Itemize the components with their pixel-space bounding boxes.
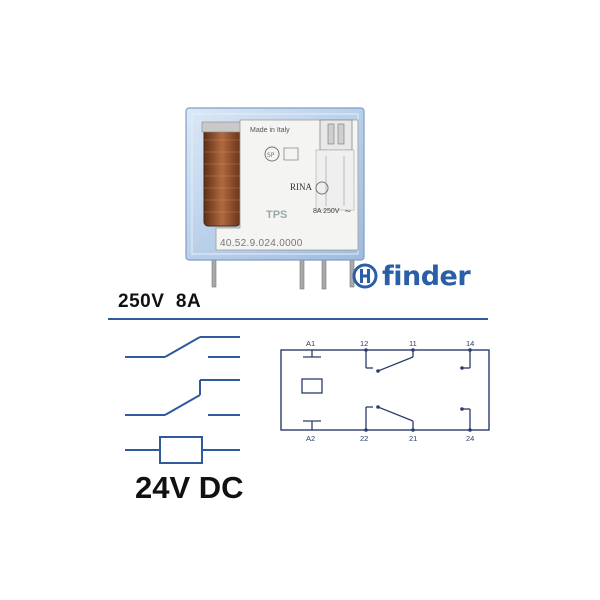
- divider-line: [108, 318, 488, 320]
- finder-logo-icon: [352, 263, 378, 289]
- schematic-frame: [280, 349, 490, 431]
- schematic-coil: [301, 350, 323, 430]
- contact-assembly: [315, 119, 355, 211]
- part-number-label: 40.52.9.024.0000: [220, 238, 303, 249]
- svg-text:SP: SP: [267, 152, 275, 159]
- schematic-contact-set-1: [365, 350, 471, 372]
- kc-mark-icon: [315, 181, 329, 195]
- switch-symbol-2: [125, 379, 240, 416]
- pin-21: 21: [409, 434, 417, 443]
- approval-label: RINA: [290, 182, 312, 192]
- brand-name: finder: [382, 260, 471, 292]
- relay-photo: SP Made in Italy RINA TPS 8A 250V ~ 40.5…: [185, 107, 365, 290]
- pin-11: 11: [409, 339, 417, 348]
- brand-logo: finder: [352, 260, 471, 292]
- contact-rating: 250V 8A: [118, 291, 202, 312]
- contact-symbols: [125, 336, 240, 464]
- made-in-label: Made in Italy: [250, 127, 290, 134]
- contact-rating-label: 8A 250V: [313, 208, 340, 215]
- pin-schematic: A1 12 11 14 A2 22 21 24: [280, 339, 490, 443]
- schematic-contact-set-2: [365, 406, 471, 430]
- series-mark: TPS: [266, 209, 287, 221]
- pin-14: 14: [466, 339, 474, 348]
- ur-mark-icon: [283, 147, 299, 161]
- pin-a2: A2: [306, 434, 315, 443]
- ac-symbol-icon: ~: [344, 207, 352, 217]
- pin-22: 22: [360, 434, 368, 443]
- switch-symbol-1: [125, 336, 240, 358]
- pin-12: 12: [360, 339, 368, 348]
- relay-coil: [203, 127, 241, 227]
- coil-symbol: [125, 436, 240, 464]
- pin-a1: A1: [306, 339, 315, 348]
- pin-24: 24: [466, 434, 474, 443]
- approval-mark-icon: [264, 146, 280, 162]
- coil-voltage: 24V DC: [135, 470, 244, 505]
